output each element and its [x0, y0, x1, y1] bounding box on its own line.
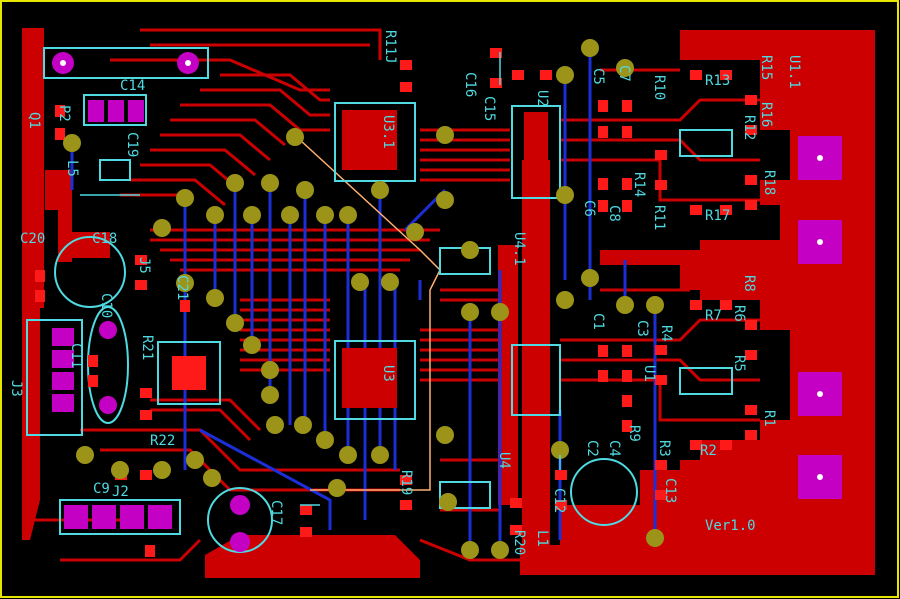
label-r5: R5: [731, 355, 747, 372]
round-cap-pads: [99, 321, 250, 552]
label-r13: R13: [705, 73, 730, 89]
label-u3-1: U3.1: [380, 115, 396, 149]
label-c12: C12: [551, 488, 567, 513]
label-r1: R1: [761, 410, 777, 427]
label-u4: U4: [496, 452, 512, 469]
label-c1: C1: [590, 313, 606, 330]
label-r7: R7: [705, 308, 722, 324]
connectors: [26, 47, 842, 535]
label-r11j: R11J: [382, 30, 398, 64]
label-j5: J5: [136, 257, 152, 274]
label-c6: C6: [581, 200, 597, 217]
label-r19: R19: [398, 470, 414, 495]
label-j3: J3: [8, 380, 24, 397]
label-c7: C7: [616, 65, 632, 82]
label-c14: C14: [120, 78, 145, 94]
label-r14: R14: [631, 172, 647, 197]
label-r6: R6: [731, 305, 747, 322]
label-c8: C8: [606, 205, 622, 222]
label-c17: C17: [268, 500, 284, 525]
smd-pads: [35, 48, 757, 557]
label-r15: R15: [758, 55, 774, 80]
label-r4: R4: [658, 325, 674, 342]
label-u2: U2: [534, 90, 550, 107]
label-p2: P2: [56, 105, 72, 122]
ics: [99, 102, 733, 509]
label-r20: R20: [511, 530, 527, 555]
label-l5: L5: [64, 160, 80, 177]
highlight-trace: [299, 139, 441, 491]
label-j2: J2: [112, 484, 129, 500]
label-c21: C21: [174, 275, 190, 300]
label-u3: U3: [380, 365, 396, 382]
label-l1: L1: [534, 530, 550, 547]
label-r16: R16: [758, 102, 774, 127]
label-r11: R11: [651, 205, 667, 230]
label-c13: C13: [662, 478, 678, 503]
label-c2: C2: [584, 440, 600, 457]
label-ver: Ver1.0: [705, 518, 756, 534]
label-c16: C16: [462, 72, 478, 97]
label-c10: C10: [98, 293, 114, 318]
label-u4-1: U4.1: [511, 232, 527, 266]
silk-outlines: [80, 52, 561, 506]
label-c18: C18: [92, 231, 117, 247]
top-traces: [30, 28, 760, 562]
label-c3: C3: [634, 320, 650, 337]
label-r8: R8: [741, 275, 757, 292]
bottom-traces: [70, 50, 657, 550]
label-r2: R2: [700, 443, 717, 459]
label-r3: R3: [656, 440, 672, 457]
label-u1: U1: [641, 365, 657, 382]
label-u1-1: U1.1: [786, 55, 802, 89]
label-r17: R17: [705, 208, 730, 224]
label-c20: C20: [20, 231, 45, 247]
label-q1: Q1: [26, 112, 42, 129]
vias: [63, 39, 664, 559]
silk-labels: U1.1 R11J C14 Q1 P2 L5 C19 C20 C18 C10 C…: [8, 30, 802, 555]
label-c4: C4: [606, 440, 622, 457]
label-r18: R18: [761, 170, 777, 195]
label-r10: R10: [651, 75, 667, 100]
label-c9: C9: [93, 481, 110, 497]
label-c11: C11: [68, 343, 84, 368]
label-r22: R22: [150, 433, 175, 449]
label-r21: R21: [139, 335, 155, 360]
label-c15: C15: [481, 96, 497, 121]
label-r12: R12: [741, 115, 757, 140]
label-c5: C5: [590, 68, 606, 85]
label-r9: R9: [626, 425, 642, 442]
label-c19: C19: [124, 132, 140, 157]
